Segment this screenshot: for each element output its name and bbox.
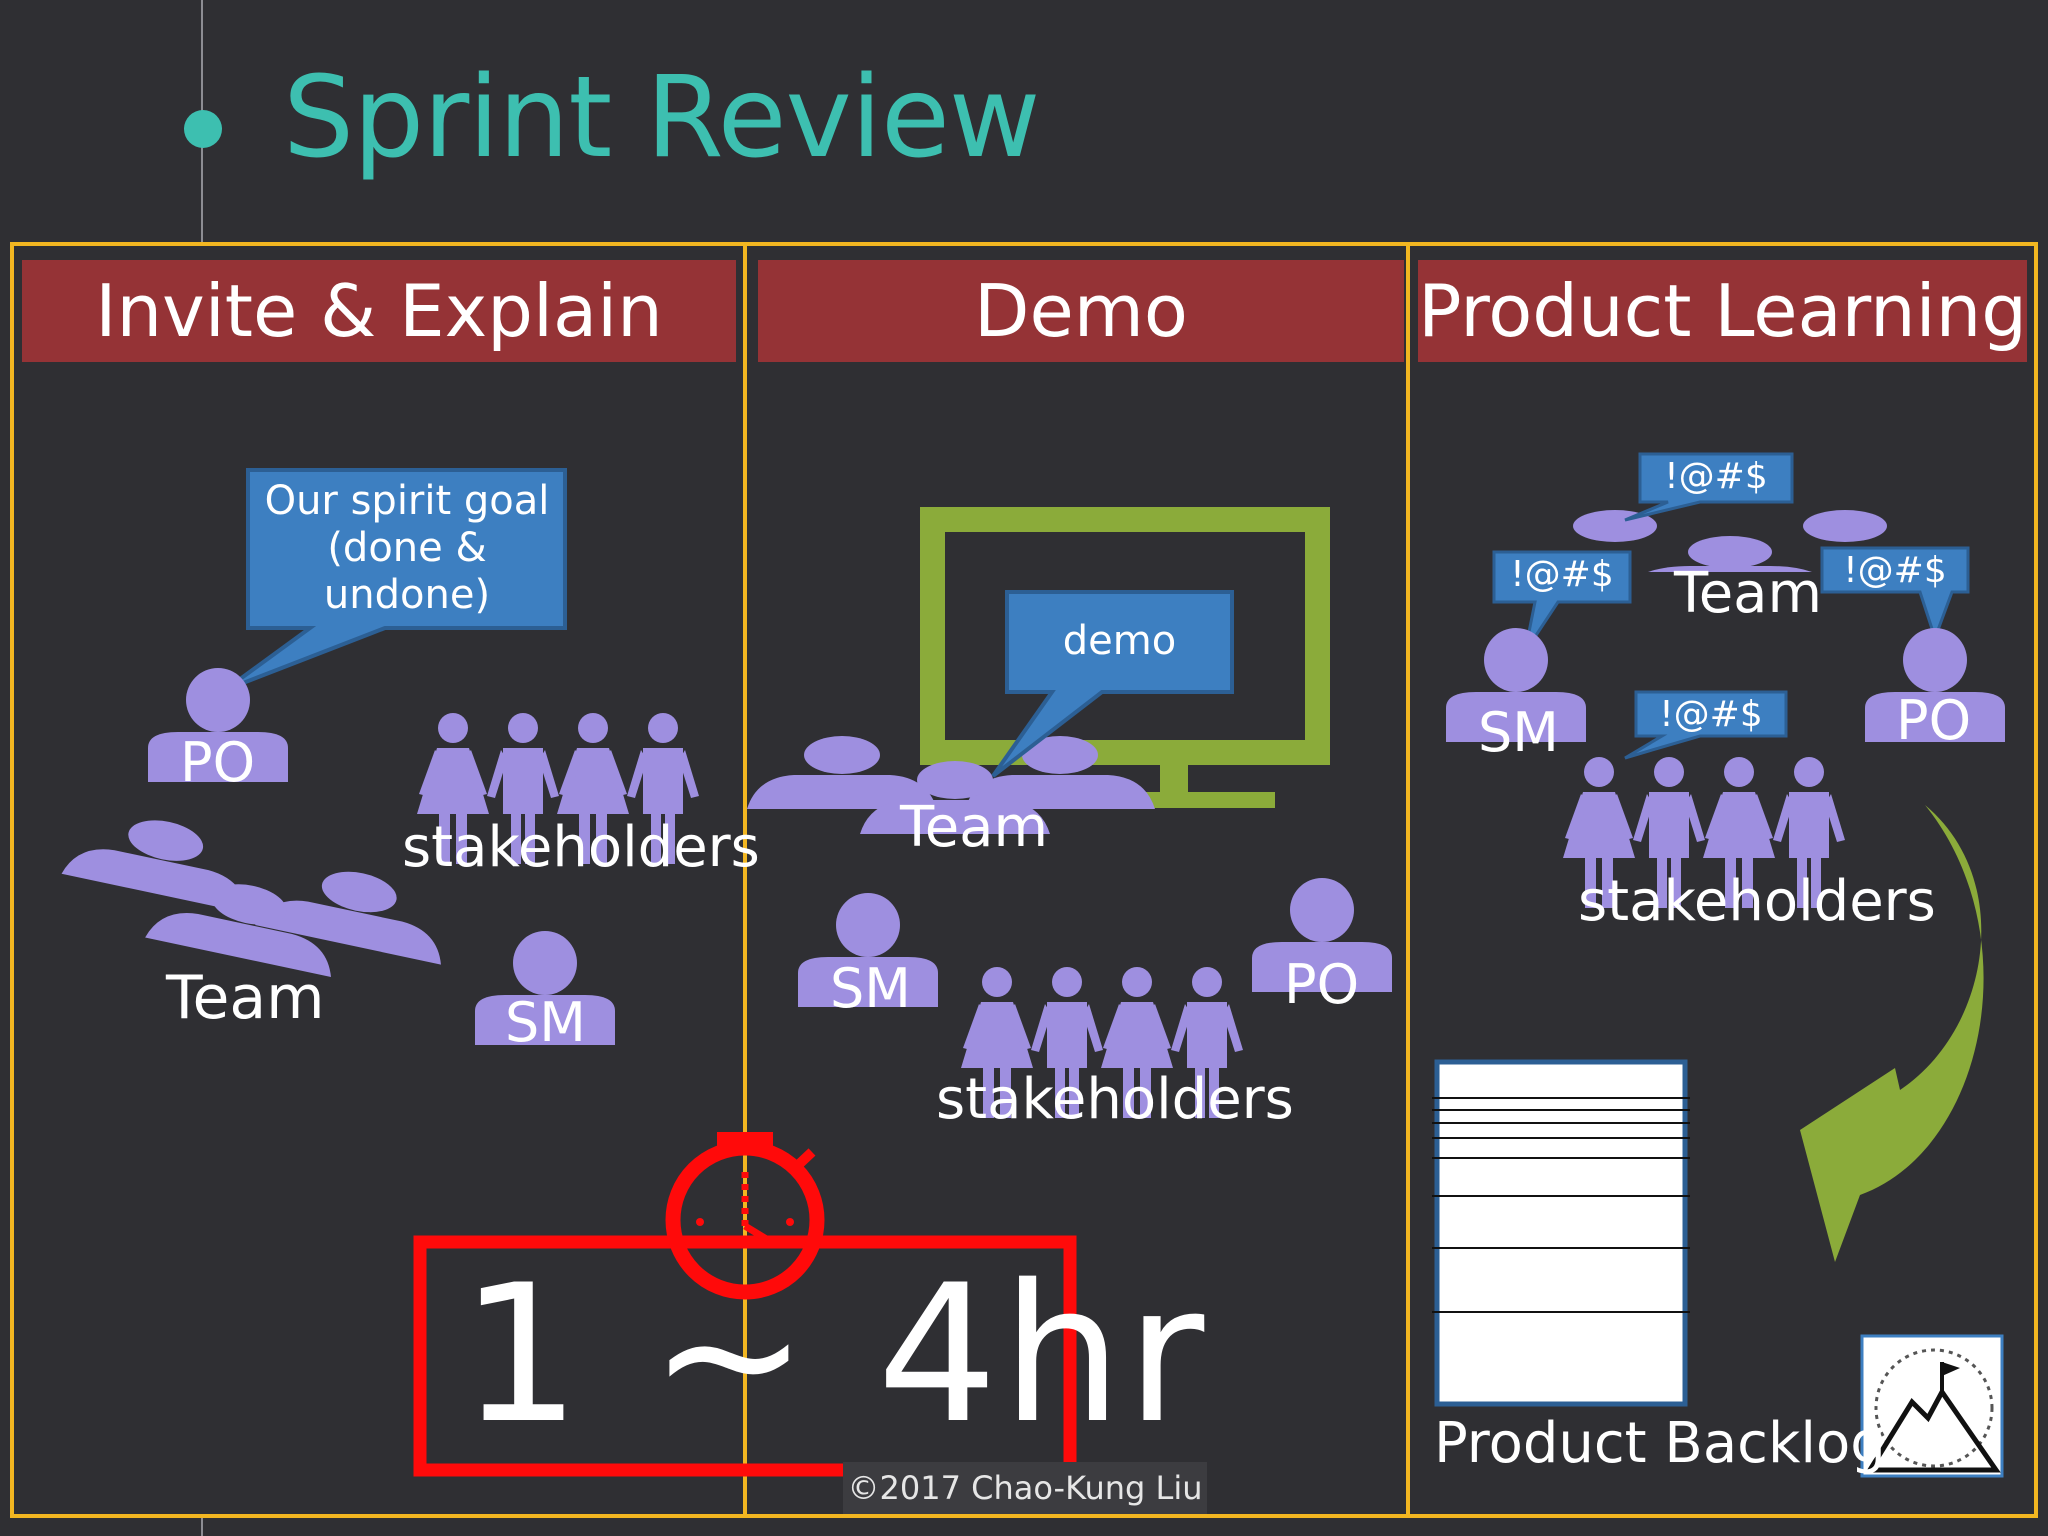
column-3-art — [1432, 452, 2005, 1478]
speech-bubble-icon — [991, 590, 1234, 778]
learning-team-label: Team — [1674, 561, 1823, 626]
backlog-sheet-icon — [1432, 1059, 1690, 1407]
timebox-art — [413, 1132, 1077, 1477]
bubble-top-text: !@#$ — [1664, 456, 1768, 497]
column-divider-2 — [1406, 242, 1410, 1518]
bubble-right-text: !@#$ — [1843, 550, 1947, 591]
speech-bubble-icon — [1624, 690, 1788, 760]
learning-po-label: PO — [1896, 689, 1972, 752]
speech-bubble-icon — [1492, 550, 1632, 653]
stopwatch-icon — [665, 1132, 825, 1300]
invite-po-label: PO — [180, 731, 256, 794]
speech-bubble-icon — [1624, 452, 1794, 522]
invite-team-label: Team — [166, 963, 325, 1033]
invite-callout-text: Our spirit goal (done & undone) — [264, 478, 550, 619]
column-1-art — [61, 468, 699, 1045]
columns-frame — [10, 242, 2038, 1518]
timeline-line-bottom — [201, 1518, 203, 1536]
column-divider-1 — [743, 242, 747, 1518]
product-backlog-label: Product Backlog — [1434, 1411, 1886, 1476]
mountain-flag-icon — [1860, 1334, 2004, 1478]
invite-stakeholders-label: stakeholders — [402, 815, 760, 880]
demo-stakeholders-label: stakeholders — [936, 1067, 1294, 1132]
learning-sm-label: SM — [1478, 701, 1559, 764]
column-header-demo: Demo — [758, 260, 1404, 362]
demo-sm-label: SM — [830, 957, 911, 1020]
bubble-stakeholders-text: !@#$ — [1659, 694, 1763, 735]
speech-bubble-icon — [1820, 546, 1970, 643]
slide-title: Sprint Review — [283, 53, 1040, 183]
demo-po-label: PO — [1284, 953, 1360, 1016]
timebox-frame — [413, 1235, 1077, 1477]
column-header-invite: Invite & Explain — [22, 260, 736, 362]
learning-stakeholders-label: stakeholders — [1578, 869, 1936, 934]
timeline-dot-icon — [184, 110, 222, 148]
demo-callout-text: demo — [1062, 618, 1177, 664]
curved-arrow-icon — [1800, 805, 1984, 1262]
invite-sm-label: SM — [505, 991, 586, 1054]
copyright-label: ©2017 Chao-Kung Liu — [843, 1462, 1207, 1514]
timebox-text: 1 ~ 4hr — [460, 1244, 1209, 1465]
speech-bubble-icon — [223, 468, 567, 692]
demo-team-label: Team — [900, 795, 1049, 860]
column-2-art — [747, 507, 1392, 1118]
bubble-left-text: !@#$ — [1510, 554, 1614, 595]
column-header-product-learning: Product Learning — [1418, 260, 2027, 362]
